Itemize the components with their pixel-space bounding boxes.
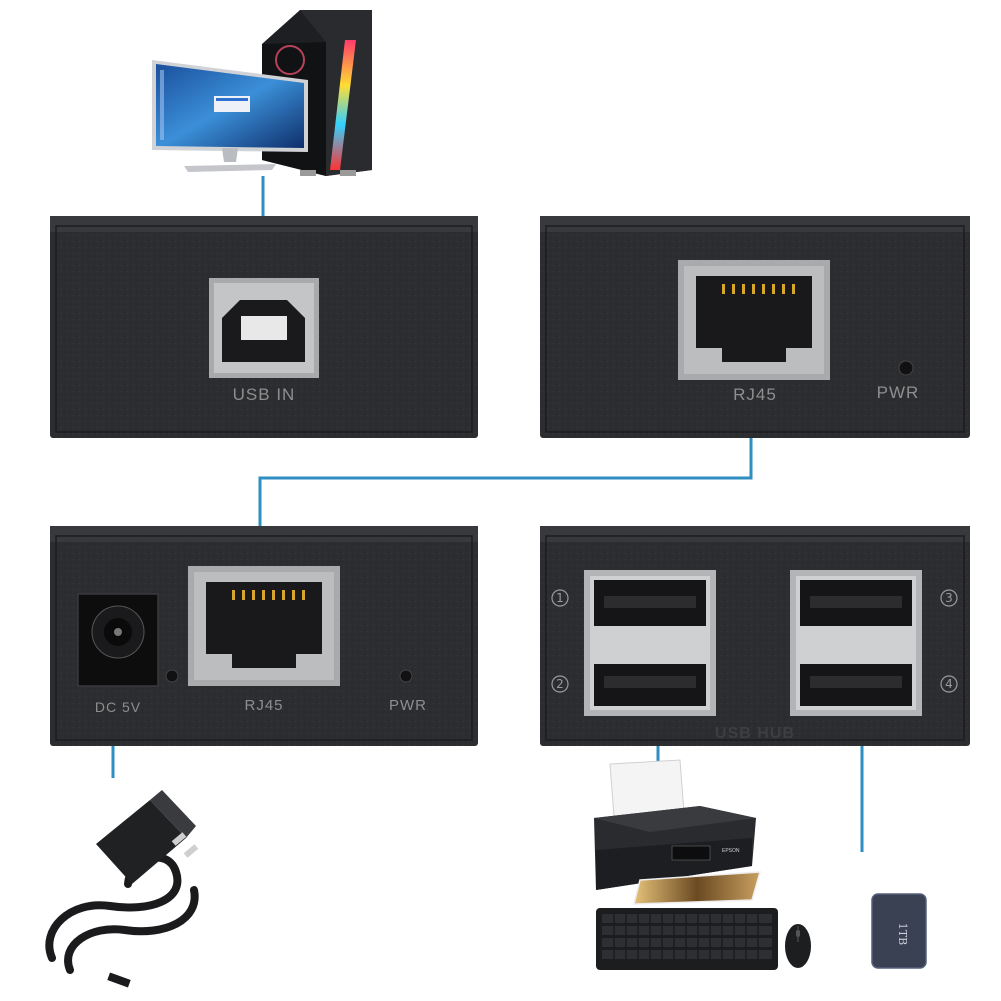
transmitter-rj45-panel: RJ45 PWR — [540, 216, 970, 438]
drive-capacity-label: 1TB — [896, 923, 909, 945]
power-adapter-icon — [45, 790, 199, 988]
pwr-label: PWR — [389, 697, 427, 714]
rj45-label: RJ45 — [244, 697, 283, 714]
printer-brand: EPSON — [722, 848, 740, 854]
usb-hub-label: USB HUB — [715, 725, 795, 742]
pwr-label: PWR — [877, 383, 920, 402]
indicator-hole — [165, 669, 179, 683]
port-number-2: 2 — [551, 675, 569, 693]
usb-b-port — [209, 278, 319, 378]
mouse-icon — [785, 924, 811, 968]
usb-in-label: USB IN — [233, 385, 296, 404]
printer-icon: EPSON — [594, 759, 762, 905]
svg-text:2: 2 — [556, 677, 564, 691]
keyboard-icon — [596, 908, 778, 970]
dc-jack — [77, 593, 159, 687]
usb-a-port-stack-right — [790, 570, 922, 716]
rj45-port — [678, 260, 830, 380]
receiver-usb-hub-panel: 1 2 3 4 USB HUB — [540, 526, 970, 746]
pwr-led — [898, 360, 914, 376]
cable-rj45-link — [258, 414, 753, 560]
rj45-label: RJ45 — [733, 385, 777, 404]
dc-5v-label: DC 5V — [95, 699, 141, 715]
pwr-led — [399, 669, 413, 683]
svg-text:3: 3 — [945, 591, 953, 605]
transmitter-usb-panel: USB IN — [50, 216, 478, 438]
usb-a-port-stack-left — [584, 570, 716, 716]
receiver-power-panel: DC 5V RJ45 PWR — [50, 526, 478, 746]
external-drive-icon: 1TB — [871, 893, 927, 969]
computer-icon — [152, 10, 372, 176]
port-number-1: 1 — [551, 589, 569, 607]
port-number-4: 4 — [940, 675, 958, 693]
port-number-3: 3 — [940, 589, 958, 607]
svg-text:4: 4 — [945, 677, 953, 691]
svg-text:1: 1 — [556, 591, 564, 605]
rj45-port — [188, 566, 340, 686]
